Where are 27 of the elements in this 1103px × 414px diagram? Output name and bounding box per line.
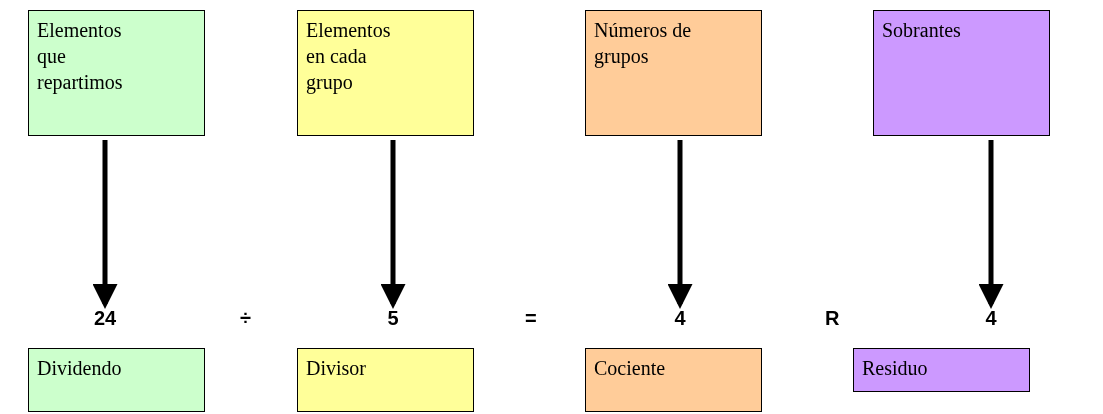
box-text: Residuo	[862, 356, 929, 381]
term-box	[853, 348, 1030, 392]
box-text: Dividendo	[37, 356, 123, 381]
operator-symbol: =	[525, 306, 537, 330]
box-text: Números de grupos	[594, 18, 693, 69]
number-text: 24	[85, 306, 125, 330]
arrow	[380, 140, 406, 309]
term-box	[297, 10, 474, 136]
number-text: 4	[976, 306, 1006, 330]
arrow	[978, 140, 1004, 309]
term-box	[28, 10, 205, 136]
number-text: 5	[378, 306, 408, 330]
term-box	[585, 10, 762, 136]
box-text: Elementos en cada grupo	[306, 18, 392, 95]
operator-symbol: R	[825, 306, 840, 330]
arrow	[92, 140, 118, 309]
term-box	[28, 348, 205, 412]
box-text: Sobrantes	[882, 18, 962, 43]
box-text: Elementos que repartimos	[37, 18, 124, 95]
box-text: Cociente	[594, 356, 667, 381]
term-box	[297, 348, 474, 412]
arrow	[667, 140, 693, 309]
term-box	[873, 10, 1050, 136]
box-text: Divisor	[306, 356, 367, 381]
number-text: 4	[665, 306, 695, 330]
term-box	[585, 348, 762, 412]
operator-symbol: ÷	[240, 306, 251, 330]
